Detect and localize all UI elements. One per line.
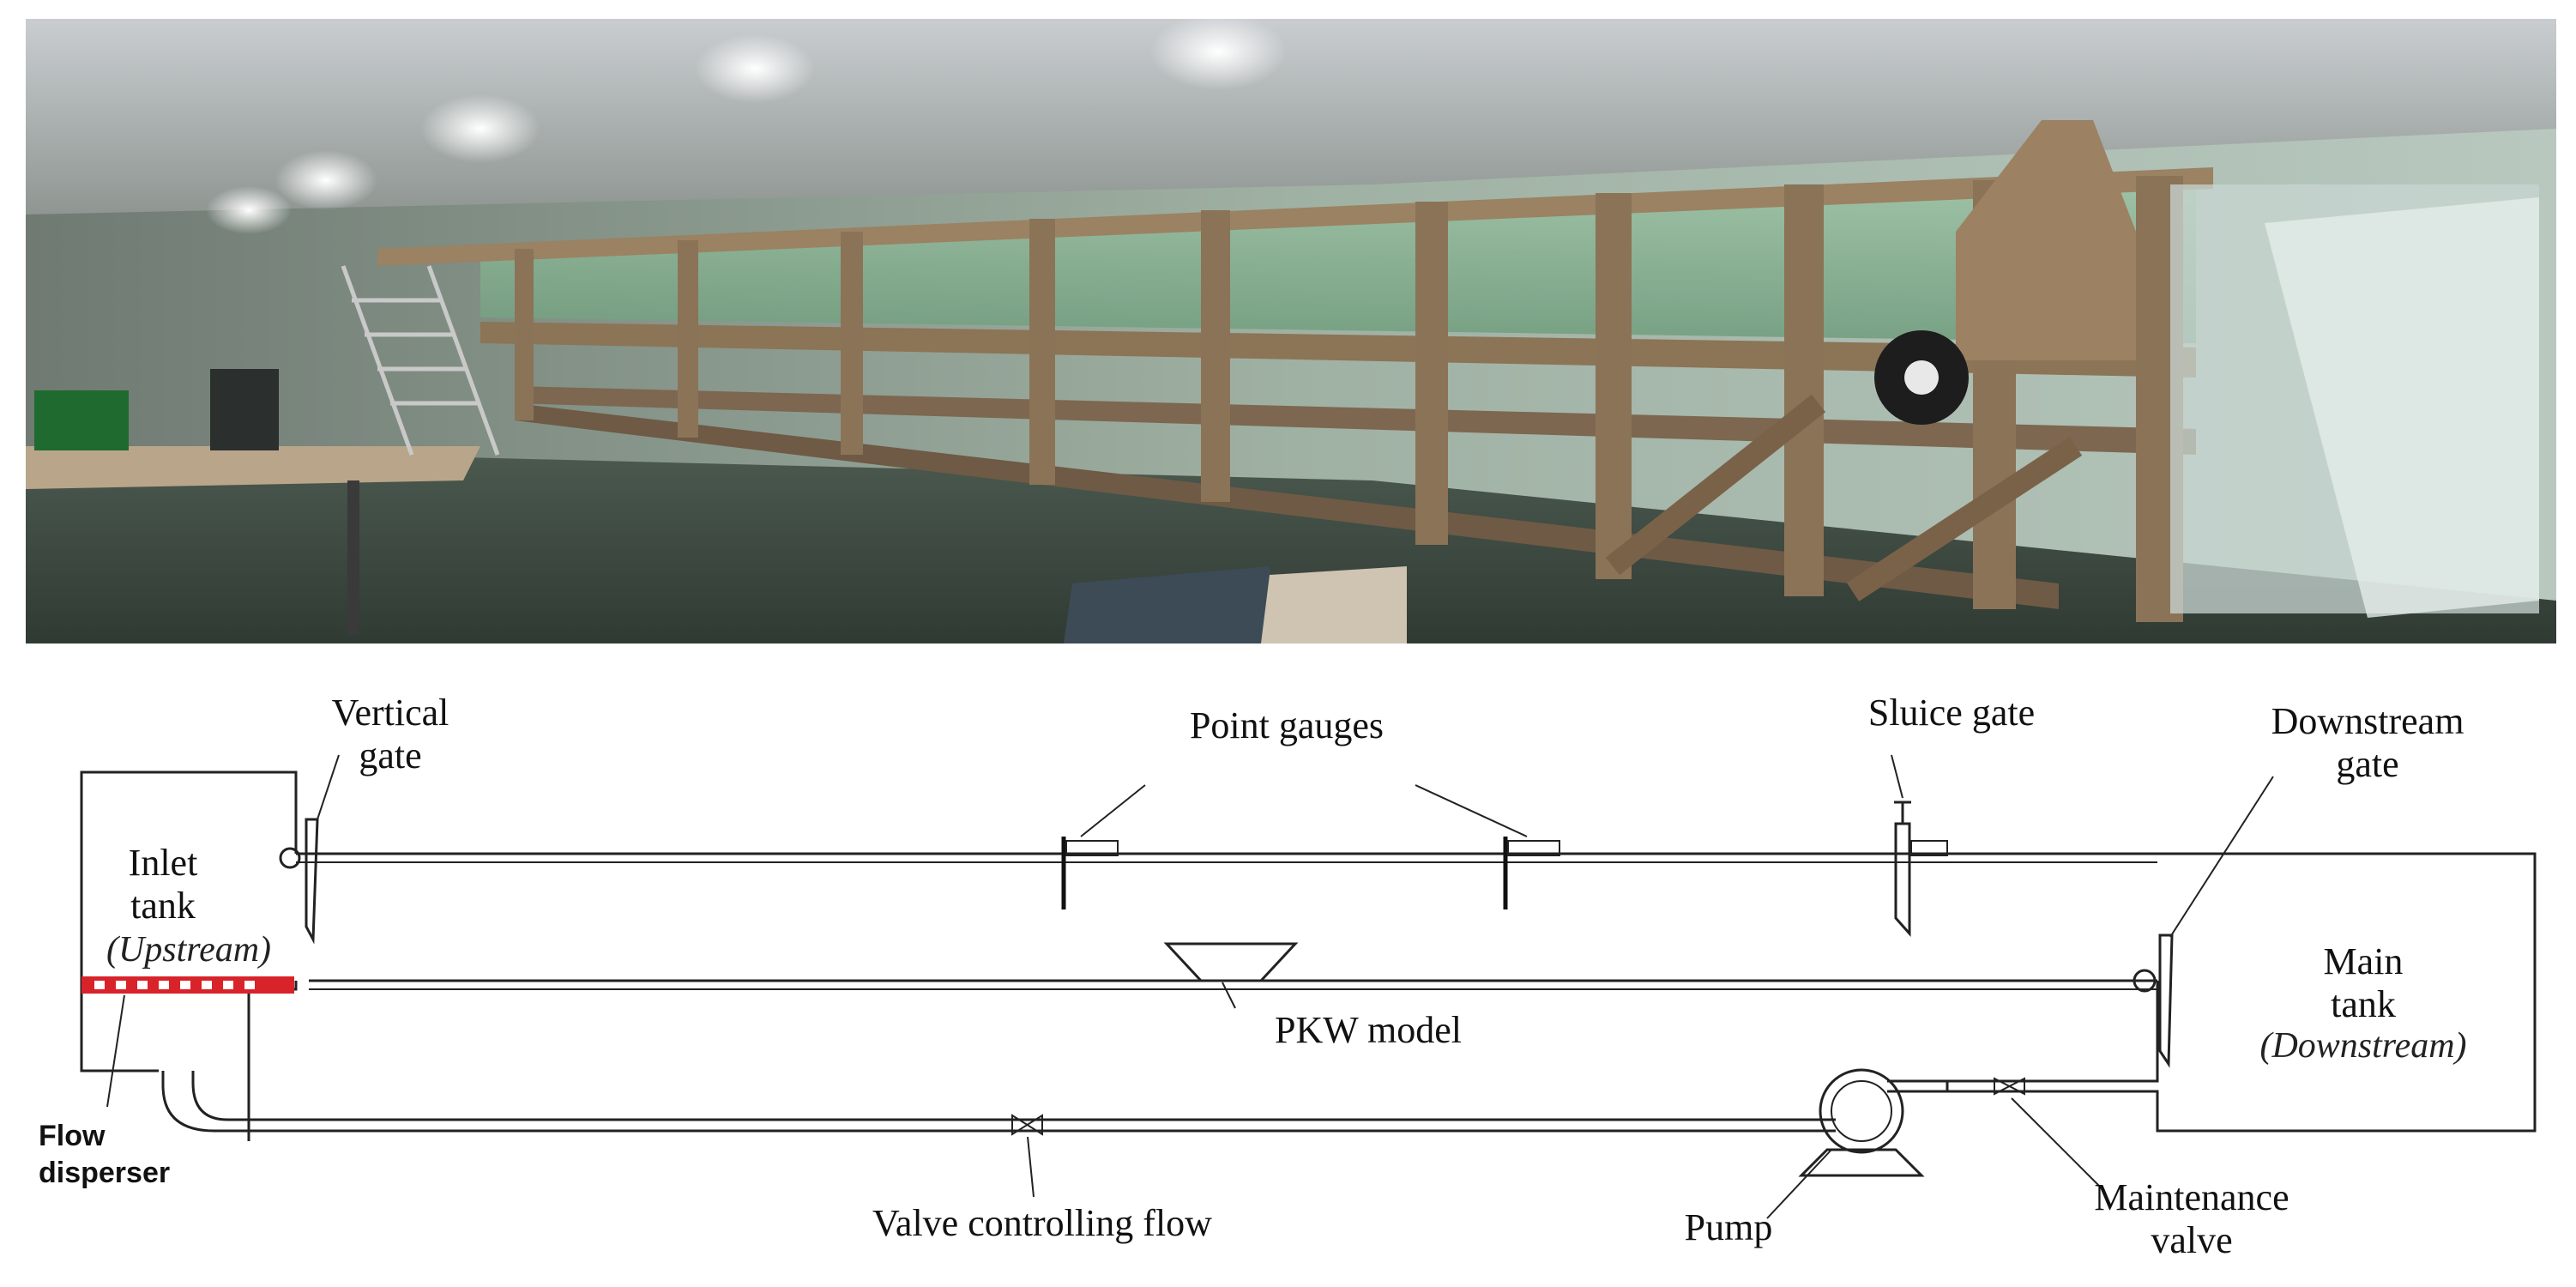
maintenance-valve-label-line1: Maintenance xyxy=(2094,1176,2289,1218)
inlet-tank-note: (Upstream) xyxy=(106,930,271,970)
downstream-gate-label-line1: Downstream xyxy=(2271,700,2464,742)
pump-label: Pump xyxy=(1685,1206,1773,1248)
vertical-gate-label-line2: gate xyxy=(359,734,421,776)
flow-disperser xyxy=(81,976,294,994)
flow-disperser-label-line1: Flow xyxy=(39,1120,106,1152)
inlet-tank-label-line2: tank xyxy=(130,885,196,927)
vertical-gate xyxy=(279,818,319,945)
leader-lines xyxy=(106,754,2274,1219)
pkw-model xyxy=(1163,942,1299,982)
main-tank-label-line1: Main xyxy=(2324,940,2404,982)
valve-controlling-flow-label: Valve controlling flow xyxy=(872,1202,1212,1244)
point-gauge-2 xyxy=(1503,837,1560,909)
main-tank-outline xyxy=(1946,852,2537,1133)
downstream-gate xyxy=(2133,934,2174,1068)
point-gauge-1 xyxy=(1061,837,1119,909)
flow-disperser-label-line2: disperser xyxy=(39,1157,170,1189)
maintenance-valve-label-line2: valve xyxy=(2151,1219,2232,1261)
pump-symbol xyxy=(1798,1068,1925,1177)
laboratory-flume-photo xyxy=(26,13,2556,644)
valve-controlling-flow-symbol xyxy=(1011,1114,1043,1136)
downstream-gate-label-line2: gate xyxy=(2336,743,2398,785)
flume-schematic: Vertical gate Point gauges Sluice gate D… xyxy=(39,692,2537,1261)
pkw-model-label: PKW model xyxy=(1275,1009,1462,1051)
return-pipe xyxy=(161,1071,1836,1133)
sluice-gate-label: Sluice gate xyxy=(1868,692,2035,734)
sluice-gate xyxy=(1894,801,1948,937)
main-tank-label-line2: tank xyxy=(2331,983,2396,1025)
maintenance-valve-symbol xyxy=(1994,1077,2025,1096)
vertical-gate-label-line1: Vertical xyxy=(332,692,449,734)
inlet-tank-label-line1: Inlet xyxy=(129,842,198,884)
point-gauges-label: Point gauges xyxy=(1190,704,1384,746)
main-tank-note: (Downstream) xyxy=(2259,1026,2466,1066)
